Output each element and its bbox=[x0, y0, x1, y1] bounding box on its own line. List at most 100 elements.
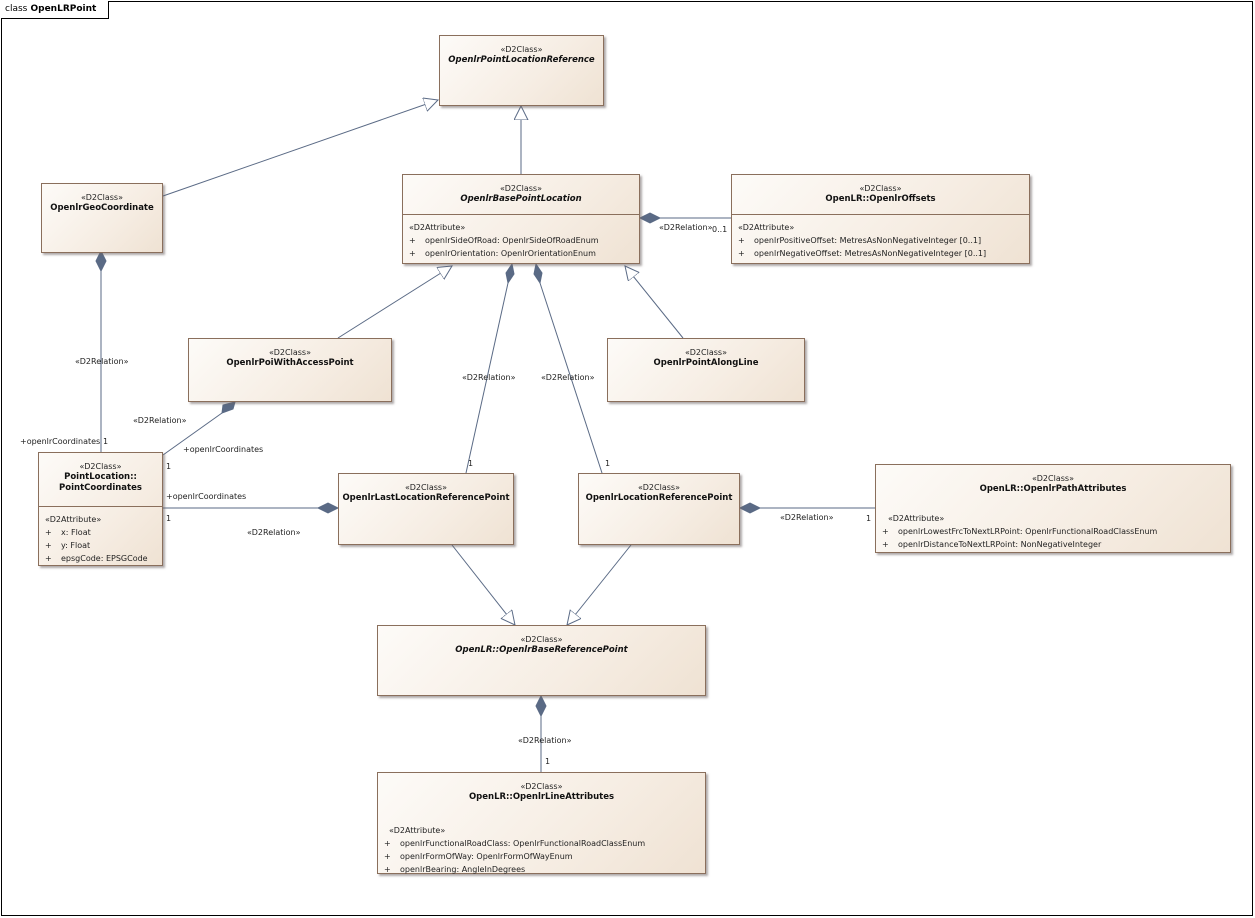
attribute-row: +openlrFormOfWay: OpenlrFormOfWayEnum bbox=[384, 852, 573, 861]
composition-diamond bbox=[533, 262, 543, 285]
class-openlr-offsets[interactable]: «D2Class» OpenLR::OpenlrOffsets «D2Attri… bbox=[731, 174, 1030, 264]
class-header: «D2Class» OpenLR::OpenlrPathAttributes bbox=[876, 465, 1230, 510]
stereotype-label: «D2Class» bbox=[500, 45, 543, 54]
class-name-line1: PointLocation:: bbox=[64, 472, 137, 482]
class-openlr-location-reference-point[interactable]: «D2Class» OpenlrLocationReferencePoint bbox=[578, 473, 740, 545]
attribute-row: +epsgCode: EPSGCode bbox=[45, 554, 148, 563]
class-name: OpenlrPointLocationReference bbox=[448, 55, 595, 65]
relation-label: «D2Relation» bbox=[780, 513, 834, 522]
attribute-compartment: «D2Attribute» +openlrLowestFrcToNextLRPo… bbox=[876, 510, 1230, 551]
multiplicity-label: 1 bbox=[468, 459, 474, 468]
class-name: OpenlrLastLocationReferencePoint bbox=[342, 493, 510, 503]
attribute-stereotype: «D2Attribute» bbox=[738, 223, 795, 232]
stereotype-label: «D2Class» bbox=[269, 348, 311, 357]
class-header: «D2Class» PointLocation:: PointCoordinat… bbox=[39, 453, 162, 506]
class-header: «D2Class» OpenLR::OpenlrOffsets bbox=[732, 175, 1029, 214]
stereotype-label: «D2Class» bbox=[79, 462, 122, 471]
class-name-line2: PointCoordinates bbox=[59, 483, 142, 493]
rel-basepoint-locref bbox=[539, 282, 603, 474]
composition-diamond bbox=[535, 694, 547, 718]
attribute-row: +y: Float bbox=[45, 541, 91, 550]
multiplicity-label: 0..1 bbox=[712, 225, 728, 234]
class-name: OpenLR::OpenlrOffsets bbox=[825, 194, 936, 204]
frame-keyword: class bbox=[5, 4, 28, 14]
attribute-stereotype: «D2Attribute» bbox=[45, 515, 102, 524]
composition-diamond bbox=[221, 401, 236, 414]
composition-diamond bbox=[95, 249, 107, 273]
relation-label: «D2Relation» bbox=[659, 223, 713, 232]
class-openlr-last-location-reference-point[interactable]: «D2Class» OpenlrLastLocationReferencePoi… bbox=[338, 473, 514, 545]
attribute-row: +openlrSideOfRoad: OpenlrSideOfRoadEnum bbox=[409, 236, 599, 245]
stereotype-label: «D2Class» bbox=[520, 782, 563, 791]
class-openlr-base-reference-point[interactable]: «D2Class» OpenLR::OpenlrBaseReferencePoi… bbox=[377, 625, 706, 696]
stereotype-label: «D2Class» bbox=[81, 193, 123, 202]
attribute-row: +x: Float bbox=[45, 528, 91, 537]
class-openlr-point-along-line[interactable]: «D2Class» OpenlrPointAlongLine bbox=[607, 338, 805, 402]
relation-label: «D2Relation» bbox=[541, 373, 595, 382]
class-openlr-path-attributes[interactable]: «D2Class» OpenLR::OpenlrPathAttributes «… bbox=[875, 464, 1231, 553]
class-name: OpenlrLocationReferencePoint bbox=[585, 493, 733, 503]
attribute-compartment: «D2Attribute» +openlrSideOfRoad: OpenlrS… bbox=[403, 214, 639, 260]
class-openlr-point-location-reference[interactable]: «D2Class» OpenlrPointLocationReference bbox=[439, 35, 604, 106]
multiplicity-label: 1 bbox=[605, 459, 611, 468]
role-label: +openlrCoordinates bbox=[166, 492, 247, 501]
diagram-frame-tab: class OpenLRPoint bbox=[1, 1, 110, 19]
gen-locref-to-baseref bbox=[567, 544, 632, 625]
class-openlr-poi-with-access-point[interactable]: «D2Class» OpenlrPoiWithAccessPoint bbox=[188, 338, 392, 402]
class-openlr-geo-coordinate[interactable]: «D2Class» OpenlrGeoCoordinate bbox=[41, 183, 163, 253]
class-name: OpenlrPointAlongLine bbox=[653, 358, 759, 368]
rel-poiaccess-pointcoords bbox=[162, 412, 223, 456]
relation-label: «D2Relation» bbox=[247, 528, 301, 537]
rel-basepoint-lastlocref bbox=[465, 282, 509, 474]
multiplicity-label: 1 bbox=[103, 437, 109, 446]
class-name: OpenlrBasePointLocation bbox=[460, 194, 582, 204]
class-header: «D2Class» OpenlrBasePointLocation bbox=[403, 175, 639, 214]
class-openlr-line-attributes[interactable]: «D2Class» OpenLR::OpenlrLineAttributes «… bbox=[377, 772, 706, 874]
gen-alongline-to-basepoint bbox=[625, 266, 684, 339]
role-label: +openlrCoordinates bbox=[183, 445, 264, 454]
attribute-row: +openlrFunctionalRoadClass: OpenlrFuncti… bbox=[384, 839, 646, 848]
role-label: +openlrCoordinates bbox=[20, 437, 101, 446]
attribute-compartment: «D2Attribute» +openlrFunctionalRoadClass… bbox=[378, 818, 705, 876]
stereotype-label: «D2Class» bbox=[1032, 474, 1074, 483]
stereotype-label: «D2Class» bbox=[520, 635, 563, 644]
class-name: OpenlrPoiWithAccessPoint bbox=[226, 358, 354, 368]
class-name: OpenLR::OpenlrLineAttributes bbox=[468, 792, 615, 802]
attribute-stereotype: «D2Attribute» bbox=[389, 826, 446, 835]
composition-diamond bbox=[638, 212, 662, 224]
composition-diamond bbox=[505, 262, 515, 285]
attribute-row: +openlrNegativeOffset: MetresAsNonNegati… bbox=[738, 249, 987, 258]
stereotype-label: «D2Class» bbox=[685, 348, 727, 357]
attribute-stereotype: «D2Attribute» bbox=[888, 514, 945, 523]
composition-diamond bbox=[316, 502, 340, 514]
stereotype-label: «D2Class» bbox=[638, 483, 680, 492]
class-name: OpenlrGeoCoordinate bbox=[50, 203, 154, 213]
attribute-stereotype: «D2Attribute» bbox=[409, 223, 466, 232]
class-name: OpenLR::OpenlrBaseReferencePoint bbox=[455, 645, 628, 655]
stereotype-label: «D2Class» bbox=[405, 483, 447, 492]
multiplicity-label: 1 bbox=[166, 514, 172, 523]
attribute-row: +openlrOrientation: OpenlrOrientationEnu… bbox=[409, 249, 596, 258]
gen-lastlocref-to-baseref bbox=[451, 544, 515, 625]
attribute-row: +openlrBearing: AngleInDegrees bbox=[384, 865, 526, 874]
frame-name: OpenLRPoint bbox=[30, 4, 97, 14]
composition-diamond bbox=[738, 502, 762, 514]
gen-poiaccess-to-basepoint bbox=[337, 266, 452, 339]
relation-label: «D2Relation» bbox=[462, 373, 516, 382]
attribute-compartment: «D2Attribute» +x: Float +y: Float +epsgC… bbox=[39, 506, 162, 565]
stereotype-label: «D2Class» bbox=[500, 184, 542, 193]
multiplicity-label: 1 bbox=[545, 757, 551, 766]
class-point-coordinates[interactable]: «D2Class» PointLocation:: PointCoordinat… bbox=[38, 452, 163, 566]
attribute-row: +openlrDistanceToNextLRPoint: NonNegativ… bbox=[882, 540, 1102, 549]
multiplicity-label: 1 bbox=[866, 514, 872, 523]
attribute-row: +openlrPositiveOffset: MetresAsNonNegati… bbox=[738, 236, 982, 245]
relation-label: «D2Relation» bbox=[133, 416, 187, 425]
class-openlr-base-point-location[interactable]: «D2Class» OpenlrBasePointLocation «D2Att… bbox=[402, 174, 640, 264]
gen-geocoord-to-pointlocref bbox=[162, 100, 438, 197]
class-header: «D2Class» OpenLR::OpenlrLineAttributes bbox=[378, 773, 705, 818]
stereotype-label: «D2Class» bbox=[859, 184, 902, 193]
relation-label: «D2Relation» bbox=[75, 357, 129, 366]
relation-label: «D2Relation» bbox=[518, 736, 572, 745]
